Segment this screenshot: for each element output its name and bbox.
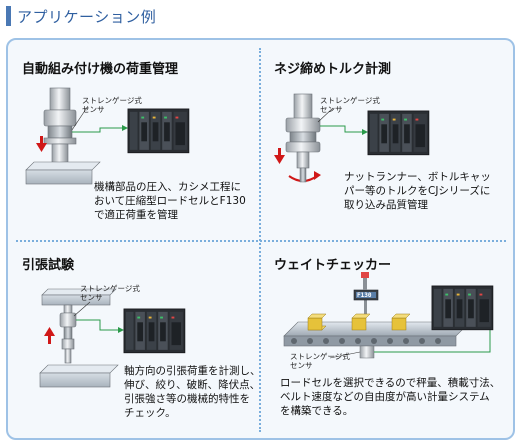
section-desc-weight-checker: ロードセルを選択できるので秤量、積載寸法、 ベルト速度などの自由度が高い計量シス… bbox=[280, 376, 500, 418]
sensor-label-line: ストレンゲージ式 bbox=[320, 96, 380, 105]
desc-line: パー等のトルクをCJシリーズに bbox=[344, 185, 491, 197]
desc-line: チェック。 bbox=[124, 407, 176, 419]
title-marker bbox=[6, 6, 11, 26]
section-title-tensile: 引張試験 bbox=[22, 258, 75, 273]
sensor-label-line: センサ bbox=[82, 105, 105, 114]
horizontal-divider bbox=[16, 240, 506, 242]
desc-line: 軸方向の引張荷重を計測し、 bbox=[124, 365, 261, 377]
desc-line: 伸び、絞り、破断、降伏点、 bbox=[124, 379, 261, 391]
sensor-label: ストレンゲージ式 センサ bbox=[320, 96, 380, 114]
desc-line: で適正荷重を管理 bbox=[94, 209, 178, 221]
page-title: アプリケーション例 bbox=[17, 7, 157, 26]
sensor-label: ストレンゲージ式 センサ bbox=[290, 352, 350, 370]
section-desc-torque: ナットランナー、ボトルキャッ パー等のトルクをCJシリーズに 取り込み品質管理 bbox=[344, 170, 491, 212]
section-desc-tensile: 軸方向の引張荷重を計測し、 伸び、絞り、破断、降伏点、 引張強さ等の機械的特性を… bbox=[124, 364, 261, 420]
section-desc-assembly: 機構部品の圧入、カシメ工程に おいて圧縮型ロードセルとF130 で適正荷重を管理 bbox=[94, 180, 246, 222]
sensor-label-line: ストレンゲージ式 bbox=[80, 284, 140, 293]
desc-line: おいて圧縮型ロードセルとF130 bbox=[94, 195, 246, 207]
display-readout: F130 bbox=[357, 292, 372, 299]
section-title-torque: ネジ締めトルク計測 bbox=[274, 62, 392, 77]
sensor-label-line: センサ bbox=[290, 361, 313, 370]
sensor-label: ストレンゲージ式 センサ bbox=[80, 284, 140, 302]
sensor-label-line: センサ bbox=[320, 105, 343, 114]
desc-line: を構築できる。 bbox=[280, 405, 354, 417]
desc-line: 機構部品の圧入、カシメ工程に bbox=[94, 181, 241, 193]
section-title-weight-checker: ウェイトチェッカー bbox=[274, 258, 392, 273]
desc-line: ベルト速度などの自由度が高い計量システム bbox=[280, 391, 490, 403]
desc-line: ロードセルを選択できるので秤量、積載寸法、 bbox=[280, 377, 501, 389]
desc-line: 引張強さ等の機械的特性を bbox=[124, 393, 250, 405]
sensor-label-line: ストレンゲージ式 bbox=[82, 96, 142, 105]
page-header: アプリケーション例 bbox=[6, 4, 156, 28]
desc-line: 取り込み品質管理 bbox=[344, 199, 428, 211]
section-title-assembly: 自動組み付け機の荷重管理 bbox=[22, 62, 179, 77]
sensor-label: ストレンゲージ式 センサ bbox=[82, 96, 142, 114]
desc-line: ナットランナー、ボトルキャッ bbox=[344, 171, 491, 183]
sensor-label-line: センサ bbox=[80, 293, 103, 302]
sensor-label-line: ストレンゲージ式 bbox=[290, 352, 350, 361]
